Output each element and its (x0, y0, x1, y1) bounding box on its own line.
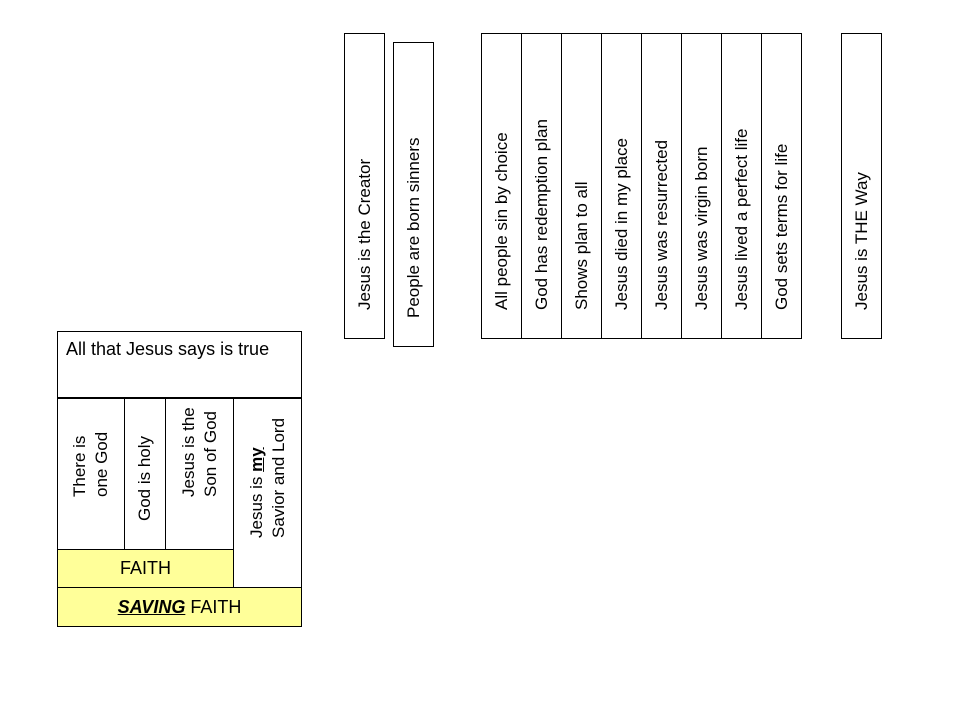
strip-jesus-creator: Jesus is the Creator (344, 33, 385, 339)
column-god-holy-text: God is holy (135, 435, 154, 521)
strip-terms-for-life: God sets terms for life (761, 33, 802, 339)
strip-sin-by-choice: All people sin by choice (481, 33, 522, 339)
saving-faith-label: SAVING FAITH (57, 587, 302, 627)
strip-text: Shows plan to all (571, 181, 591, 310)
my-emphasis: my (246, 447, 266, 472)
strip-text: Jesus lived a perfect life (731, 128, 751, 310)
strip-text: Jesus died in my place (611, 138, 631, 310)
strip-text: All people sin by choice (491, 132, 511, 310)
saving-emphasis: SAVING (117, 596, 186, 617)
strip-resurrected: Jesus was resurrected (641, 33, 682, 339)
strip-perfect-life: Jesus lived a perfect life (721, 33, 762, 339)
all-jesus-says-true-text: All that Jesus says is true (66, 339, 270, 359)
strip-redemption-plan: God has redemption plan (521, 33, 562, 339)
strip-text: Jesus is the Creator (354, 158, 374, 310)
strip-the-way: Jesus is THE Way (841, 33, 882, 339)
strip-text: Jesus is THE Way (851, 172, 871, 310)
all-jesus-says-true-box: All that Jesus says is true (57, 331, 302, 398)
strip-text: Jesus was virgin born (691, 146, 711, 310)
faith-label: FAITH (57, 549, 234, 588)
strip-died-in-my-place: Jesus died in my place (601, 33, 642, 339)
strip-plan-to-all: Shows plan to all (561, 33, 602, 339)
strip-born-sinners: People are born sinners (393, 42, 434, 347)
strip-text: God sets terms for life (771, 143, 791, 310)
strip-virgin-born: Jesus was virgin born (681, 33, 722, 339)
strip-text: Jesus was resurrected (651, 139, 671, 310)
strip-text: God has redemption plan (531, 119, 551, 310)
column-god-holy: God is holy (124, 398, 166, 550)
strip-text: People are born sinners (403, 137, 423, 318)
